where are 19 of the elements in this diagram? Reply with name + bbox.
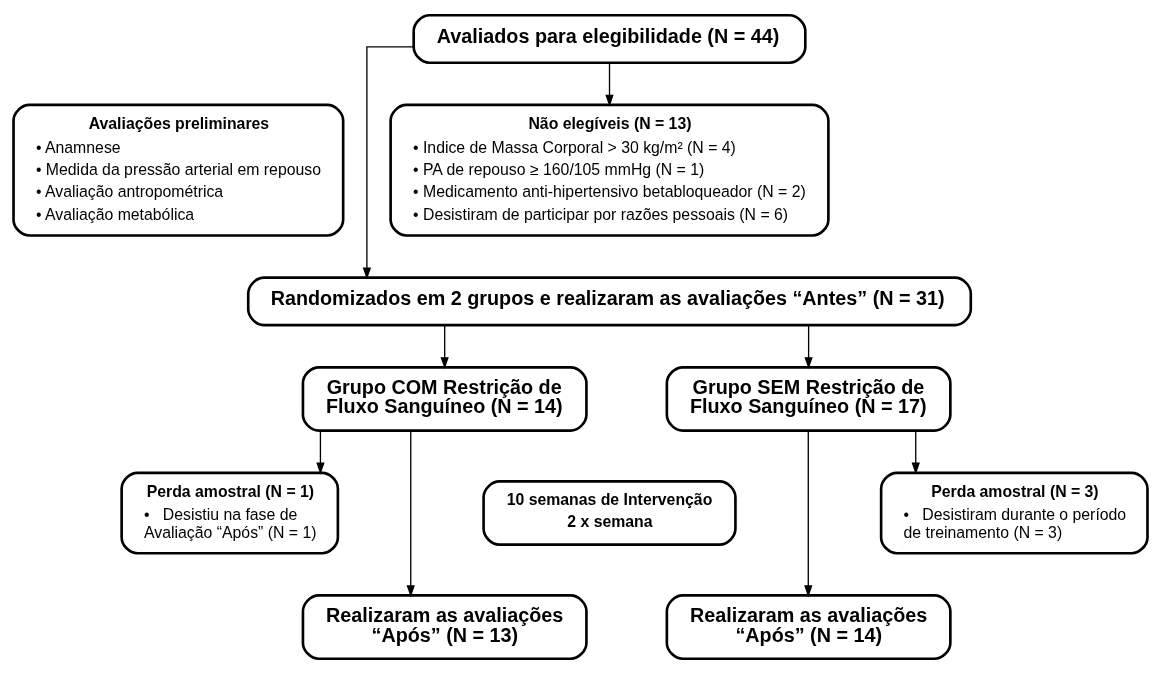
node-box: Grupo SEM Restrição de Fluxo Sanguíneo (N = 17) (665, 365, 952, 432)
node-box: Não elegíveis (N = 13) • Indice de Massa Corporal > 30 kg/m² (N = 4) • PA de repouso ≥ 160/105 mmHg (N = 1) • Medicamento anti-hipertensivo betabloqueador (N = 2) • Desistiram de participar por razões pessoais (N = 6) (389, 103, 830, 237)
arrow (316, 429, 325, 474)
arrow (605, 61, 614, 107)
node-box: Realizaram as avaliações “Após” (N = 14) (665, 593, 952, 660)
node-box: Randomizados em 2 grupos e realizaram as avaliações “Antes” (N = 31) (246, 275, 973, 326)
arrow (804, 324, 813, 369)
node-box: Perda amostral (N = 3) • Desistiram durante o período de treinamento (N = 3) (879, 471, 1149, 555)
arrow (362, 45, 415, 279)
node-box: Avaliados para elegibilidade (N = 44) (412, 13, 807, 64)
node-box: Avaliações preliminares • Anamnese • Medida da pressão arterial em repouso • Avaliação antropométrica • Avaliação metabólica (12, 103, 345, 237)
node-box: Realizaram as avaliações “Após” (N = 13) (301, 593, 588, 660)
node-box: Perda amostral (N = 1) • Desistiu na fase de Avaliação “Após” (N = 1) (120, 471, 340, 555)
arrow (406, 429, 415, 597)
node-box: Grupo COM Restrição de Fluxo Sanguíneo (N = 14) (301, 365, 588, 432)
arrow (804, 429, 813, 597)
arrow (440, 324, 449, 369)
node-box: 10 semanas de Intervenção 2 x semana (482, 479, 737, 546)
arrow (911, 429, 920, 474)
